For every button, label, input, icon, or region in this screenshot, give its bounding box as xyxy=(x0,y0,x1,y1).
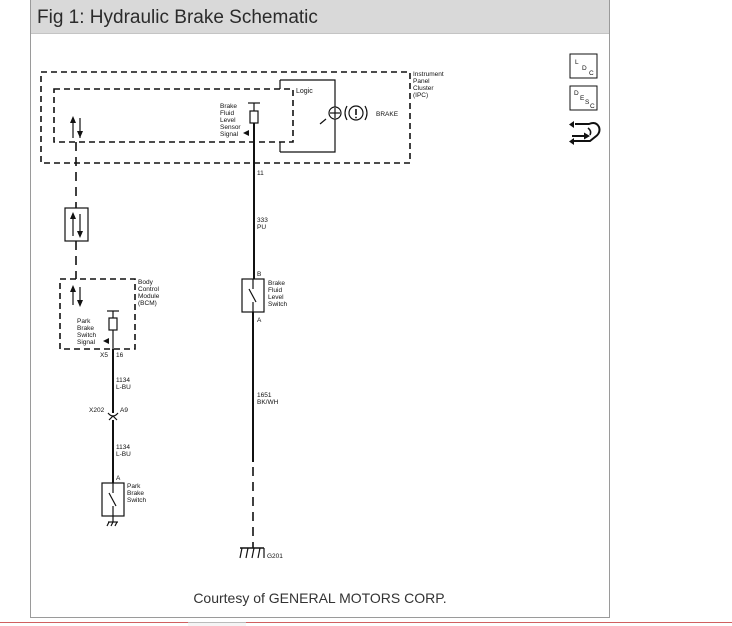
wire-label: 1134 xyxy=(116,444,130,451)
bcm-connector-label: X5 xyxy=(100,352,108,359)
wire-label: 1134 xyxy=(116,377,130,384)
park-switch-label: Park xyxy=(127,483,141,490)
ground-icon xyxy=(239,547,265,559)
park-switch-label: Switch xyxy=(127,497,147,504)
svg-text:E: E xyxy=(580,95,585,102)
sensor-signal-label: Sensor xyxy=(220,124,241,131)
fluid-switch-label: Brake xyxy=(268,280,285,287)
fluid-switch-pin-b: B xyxy=(257,271,261,278)
svg-text:S: S xyxy=(585,99,590,106)
figure-title: Fig 1: Hydraulic Brake Schematic xyxy=(37,7,318,28)
svg-text:D: D xyxy=(582,65,587,72)
sensor-signal-arrow xyxy=(243,130,249,136)
sensor-signal-label: Level xyxy=(220,117,236,124)
fluid-switch-label: Fluid xyxy=(268,287,282,294)
figure-credit: Courtesy of GENERAL MOTORS CORP. xyxy=(193,590,447,606)
wire-label: L-BU xyxy=(116,451,131,458)
wire-label: PU xyxy=(257,224,266,231)
wire-label: 1651 xyxy=(257,392,272,399)
ipc-label-line: Instrument xyxy=(413,71,444,78)
bcm-pin-label: 16 xyxy=(116,352,124,359)
ipc-pin-label: 11 xyxy=(257,170,264,177)
desc-icon[interactable]: D E S C xyxy=(569,85,598,111)
fluid-switch-label: Switch xyxy=(268,301,288,308)
ipc-data-arrow-icon xyxy=(70,116,83,138)
park-signal-label: Signal xyxy=(77,339,96,346)
sensor-signal-label: Brake xyxy=(220,103,237,110)
sensor-resistor xyxy=(249,110,259,124)
svg-text:L: L xyxy=(575,59,579,66)
sensor-signal-label: Fluid xyxy=(220,110,234,117)
ipc-logic-outline xyxy=(53,88,294,143)
serial-data-arrow-icon xyxy=(70,212,83,238)
switch-blade xyxy=(248,288,257,303)
park-signal-label: Park xyxy=(77,318,91,325)
svg-text:C: C xyxy=(590,103,595,110)
bcm-label: Module xyxy=(138,293,160,300)
svg-text:D: D xyxy=(574,90,579,97)
ipc-outline xyxy=(40,71,411,164)
figure-panel: Fig 1: Hydraulic Brake Schematic Courtes… xyxy=(30,0,610,618)
park-signal-arrow xyxy=(103,338,109,344)
hand-arrow-icon[interactable] xyxy=(569,121,601,145)
wire-label: BK/WH xyxy=(257,399,279,406)
svg-text:C: C xyxy=(589,70,594,77)
bcm-data-arrow-icon xyxy=(70,285,83,307)
ground-label: G201 xyxy=(267,553,283,560)
ipc-label: Instrument Panel Cluster (IPC) xyxy=(413,71,444,99)
logic-label: Logic xyxy=(296,88,313,95)
bcm-label: Body xyxy=(138,279,154,286)
bottom-scroll-stub xyxy=(188,622,246,626)
brake-warning-lamp-icon xyxy=(319,105,368,125)
ipc-label-line: Panel xyxy=(413,78,430,85)
case-ground-icon xyxy=(106,516,118,527)
fluid-switch-pin-a: A xyxy=(257,317,262,324)
ipc-label-line: (IPC) xyxy=(413,92,428,99)
inline-connector-icon xyxy=(107,412,119,421)
park-resistor xyxy=(108,317,118,331)
park-switch-pin-a: A xyxy=(116,475,121,482)
serial-data-link-block xyxy=(64,207,89,242)
title-bar: Fig 1: Hydraulic Brake Schematic xyxy=(31,0,609,34)
wire-label: 333 xyxy=(257,217,268,224)
ldc-icon[interactable]: L D C xyxy=(569,53,598,79)
sensor-signal-label: Signal xyxy=(220,131,239,138)
bcm-outline xyxy=(59,278,136,350)
park-switch-label: Brake xyxy=(127,490,144,497)
park-signal-label: Switch xyxy=(77,332,97,339)
inline-connector-name: X202 xyxy=(89,407,105,414)
bcm-label: (BCM) xyxy=(138,300,157,307)
inline-connector-pin: A9 xyxy=(120,407,128,414)
wire-label: L-BU xyxy=(116,384,131,391)
fluid-switch-label: Level xyxy=(268,294,284,301)
ipc-label-line: Cluster xyxy=(413,85,434,92)
bottom-divider xyxy=(0,622,732,623)
bcm-label: Control xyxy=(138,286,160,293)
brake-indicator-label: BRAKE xyxy=(376,111,399,118)
park-signal-label: Brake xyxy=(77,325,94,332)
switch-blade xyxy=(108,492,117,507)
